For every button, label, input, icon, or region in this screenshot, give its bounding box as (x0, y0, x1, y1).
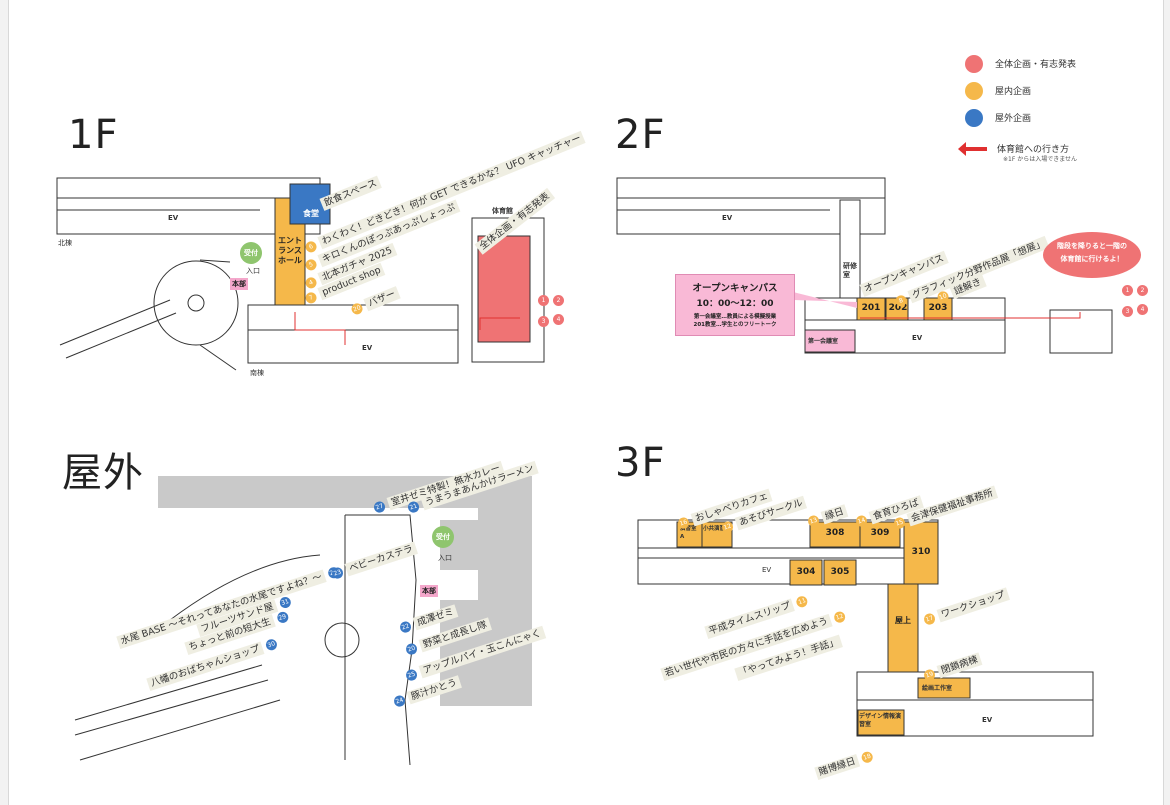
route-arrow-icon (958, 141, 987, 156)
floor-1f-title: 1F (68, 112, 119, 158)
open-campus-line: 201教室…学生とのフリートーク (693, 322, 777, 328)
hq-tag: 本部 (230, 278, 248, 290)
room-308: 308 (825, 528, 845, 538)
event-number: 4 (1137, 304, 1148, 315)
room-201: 201 (861, 303, 881, 313)
event-number: 1 (538, 295, 549, 306)
floor-2f-title: 2F (615, 112, 666, 158)
room-305: 305 (830, 567, 850, 577)
room-310: 310 (911, 547, 931, 557)
floor-3f-title: 3F (615, 440, 666, 486)
event-number: 3 (1122, 306, 1133, 317)
ev-label: EV (362, 344, 373, 352)
south-wing-label: 南棟 (250, 369, 264, 377)
legend: 全体企画・有志発表 屋内企画 屋外企画 体育館への行き方 ※1F からは入場でき… (958, 50, 1078, 163)
ev-label: EV (168, 214, 179, 222)
event-number: 2 (553, 295, 564, 306)
legend-item: 屋外企画 (965, 104, 1077, 131)
event-number: 3 (538, 316, 549, 327)
open-campus-time: 10：00～12：00 (696, 299, 774, 309)
ev-label: EV (982, 716, 993, 724)
room-304: 304 (796, 567, 816, 577)
reception-badge: 受付 (240, 242, 262, 264)
entrance-hall-label: エントランスホール (278, 236, 302, 265)
legend-route: 体育館への行き方 (958, 135, 1077, 162)
room-202: 202 (888, 303, 908, 313)
room-309: 309 (870, 528, 890, 538)
cafeteria-label: 食堂 (303, 209, 319, 218)
entrance-label: 入口 (246, 267, 260, 275)
gym-route-bubble: 階段を降りると一階の 体育館に行けるよ！ (1043, 232, 1141, 278)
floor-1f-plan (56, 177, 545, 371)
floor-2f-plan (616, 177, 1113, 354)
bubble-line: 階段を降りると一階の (1057, 242, 1127, 250)
legend-label: 屋内企画 (995, 87, 1032, 97)
event-number: 1 (1122, 285, 1133, 296)
outdoor-title: 屋外 (62, 450, 144, 496)
north-wing-label: 北棟 (58, 239, 72, 247)
open-campus-line: 第一会議室…教員による模擬授業 (693, 314, 777, 320)
conference-room-label: 第一会議室 (808, 338, 839, 345)
design-room-label: デザイン情報演習室 (859, 713, 902, 728)
bubble-line: 体育館に行けるよ！ (1060, 255, 1124, 263)
room-203: 203 (928, 303, 948, 313)
outdoor-plan (74, 476, 532, 766)
floor-3f-plan (637, 519, 1094, 737)
seminar-room-label: 研修室 (843, 262, 857, 279)
legend-item: 屋内企画 (965, 77, 1077, 104)
legend-route-label: 体育館への行き方 (997, 145, 1070, 155)
small-room-label: 小共演習室 (703, 526, 731, 532)
ev-label: EV (912, 334, 923, 342)
reception-badge: 受付 (432, 526, 454, 548)
ev-label: EV (762, 566, 772, 574)
hq-tag: 本部 (420, 585, 438, 597)
legend-item: 全体企画・有志発表 (965, 50, 1077, 77)
ev-label: EV (722, 214, 733, 222)
event-number: 4 (553, 314, 564, 325)
legend-label: 屋外企画 (995, 114, 1032, 124)
event-number: 2 (1137, 285, 1148, 296)
legend-blue-dot (965, 108, 983, 127)
legend-label: 全体企画・有志発表 (995, 60, 1077, 70)
legend-red-dot (965, 54, 983, 73)
entrance-label: 入口 (438, 554, 452, 562)
legend-route-note: ※1F からは入場できません (1003, 156, 1078, 163)
rooftop-label: 屋上 (895, 616, 911, 625)
open-campus-box: オープンキャンパス 10：00～12：00 第一会議室…教員による模擬授業 20… (675, 274, 795, 336)
open-campus-title: オープンキャンパス (692, 283, 778, 294)
gym-label: 体育館 (492, 207, 513, 215)
room-a-label: 演習室A (680, 526, 697, 540)
craft-room-label: 絵画工作室 (922, 685, 953, 692)
legend-orange-dot (965, 81, 983, 100)
